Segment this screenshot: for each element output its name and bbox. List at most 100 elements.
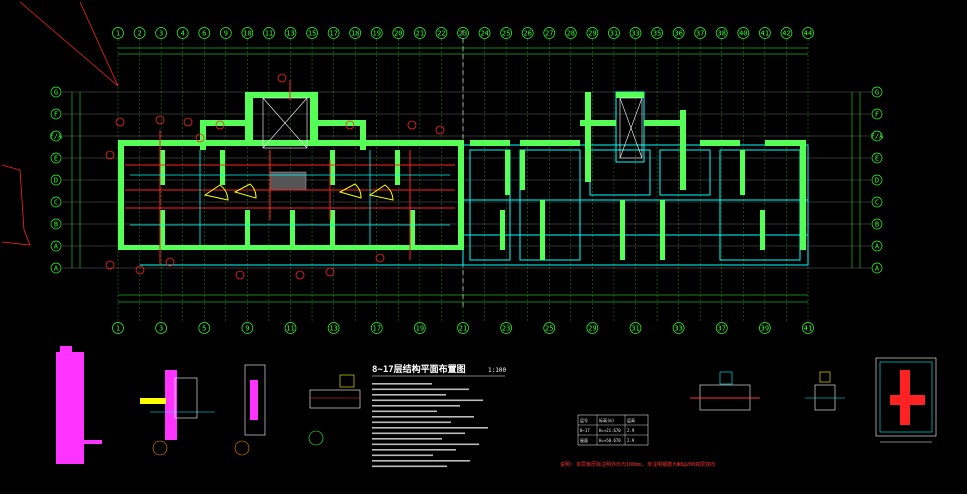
axis-bubble: 35 [651,27,663,39]
axis-label: 10 [243,29,251,37]
axis-label: 29 [588,29,596,37]
axis-bubble: 21 [414,27,426,39]
axis-label: B [54,220,58,228]
axis-bubble: E [871,152,883,164]
axis-label: 20 [394,29,402,37]
axis-label: D [54,176,58,184]
drawing-title-block: 8~17层结构平面布置图 1:100 [372,363,506,377]
callout-circle [115,117,125,127]
axis-bubble: 5 [198,322,211,334]
axis-bubble: E [50,152,62,164]
axis-bubble: 19 [414,322,426,334]
detail-sketch-2 [234,364,266,456]
bottom-red-note: 说明: 本层板厚除注明外均为100mm, 未注明钢筋为Φ8@200双层双向 [560,461,715,468]
rebar-lines [125,80,455,265]
axis-label: 21 [459,324,467,332]
table-cell: H=+21.670 [599,428,621,433]
note-line [372,399,483,402]
level-table: 层号 标高(m) 层高 8~17 H=+21.670 2.9 屋面 H=+50.… [577,414,649,446]
axis-bubble: 31 [629,322,642,334]
table-cell: H=+50.670 [599,438,621,443]
axis-label: 38 [718,29,726,37]
axis-label: 24 [480,29,488,37]
axis-bubble: 3 [155,322,167,334]
callout-circle [375,253,385,263]
axis-label: 31 [631,324,639,332]
axis-label: 26 [523,29,531,37]
axis-label: 1 [116,29,120,37]
axis-bubble: C [50,196,62,208]
axis-label: 13 [329,324,337,332]
note-line [372,421,451,424]
axis-bubble: 27 [543,27,556,39]
axis-bubble: 39 [759,322,771,334]
axis-bubble: 31 [608,27,620,39]
axis-bubble: 44 [802,27,814,39]
axis-label: 39 [761,324,769,332]
detail-sketch-1 [140,370,215,456]
axis-label: 19 [416,324,424,332]
callout-circle [407,120,417,130]
callout-circle [105,260,115,270]
callout-circle [235,270,245,280]
axis-bubble: B [871,218,883,230]
axis-label: 40 [739,29,747,37]
axis-bubble: 1 [112,27,124,39]
axis-label: C [875,198,879,206]
note-line [372,443,479,446]
axis-bubble: 23 [500,322,512,334]
axis-label: 35 [653,29,661,37]
axis-label: F [875,110,879,118]
axis-label: G [54,88,58,96]
axis-bubble: 37 [694,27,707,39]
axis-bubble: 15 [306,27,318,39]
elevator-shafts [262,97,643,159]
axis-label: 6 [202,29,206,37]
callout-circle [165,257,175,267]
axis-bubble: F [50,108,62,120]
axis-bubble: 21 [457,322,469,334]
axis-label: 22 [437,29,445,37]
axis-bubble: 25 [500,27,512,39]
axis-bubble: 33 [672,322,685,334]
axis-bubble: 29 [586,322,599,334]
shear-walls [118,92,806,260]
note-line [372,460,470,462]
axis-label: 36 [674,29,682,37]
callout-circle [155,115,165,125]
axis-bubble: F [871,108,883,120]
axis-bubble: D [871,174,883,186]
general-notes [372,383,488,468]
table-cell: 屋面 [580,437,588,443]
table-cell: 8~17 [580,428,590,433]
axis-bubble: A [50,262,62,274]
callout-circle [195,133,205,143]
axis-label: E [54,154,58,162]
stray-annotation-lines [1,1,119,246]
axis-bubble: B [50,218,62,230]
axis-bubble: 9 [219,27,232,39]
axis-label: 19 [373,29,381,37]
detail-sketch-6 [875,357,937,443]
axis-bubble: 40 [737,27,750,39]
detail-sketch-3 [308,374,361,446]
table-header-2: 标高(m) [599,417,614,423]
axis-bubble: 42 [780,27,793,39]
axis-bubble: 28 [564,27,577,39]
axis-bubble: 6 [198,27,211,39]
drawing-scale: 1:100 [488,367,506,374]
axis-label: 44 [804,29,812,37]
axis-bubble: D [50,174,62,186]
detail-sketch-5 [805,371,845,411]
note-line [372,454,433,457]
axis-bubble: A [871,262,883,274]
note-line [372,432,465,435]
axis-bubble: 13 [284,27,297,39]
axis-label: 25 [502,29,510,37]
axis-bubble: C [871,196,883,208]
axis-bubble: 22 [435,27,448,39]
door-swing-symbols [203,183,394,201]
axis-bubble: 2 [133,27,146,39]
axis-label: 33 [631,29,639,37]
